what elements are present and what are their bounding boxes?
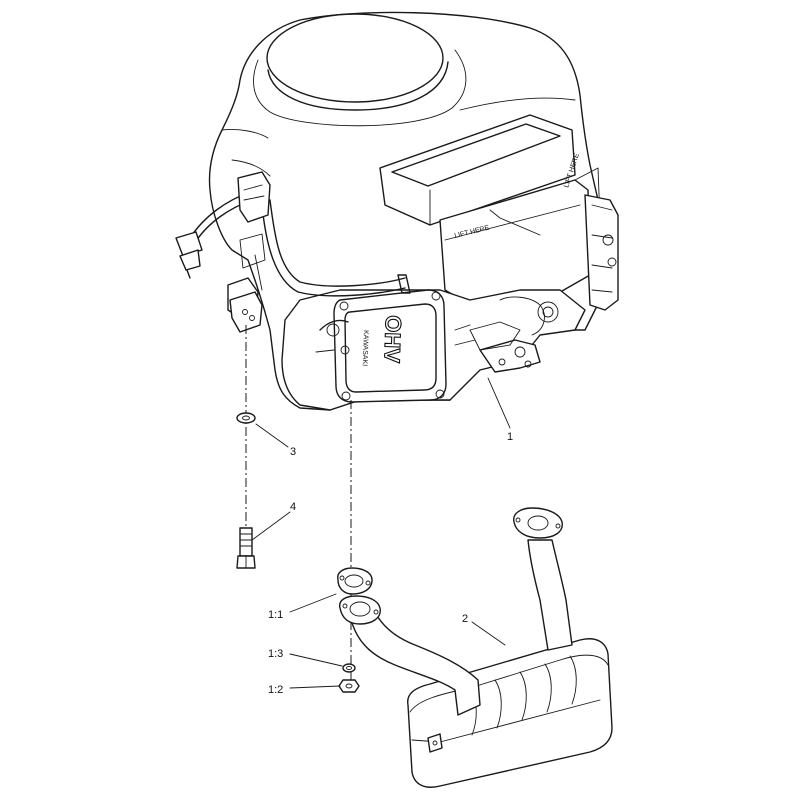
ohv-decal: OHV — [379, 315, 406, 364]
muffler-outlet-pipe — [527, 539, 573, 651]
fuel-filter — [175, 231, 203, 279]
callout-lock-washer: 1:3 — [268, 648, 283, 660]
bolt — [236, 527, 256, 569]
lock-washer — [342, 663, 356, 673]
outlet-flange — [513, 507, 563, 539]
exhaust-gasket — [337, 567, 373, 595]
callout-gasket: 1:1 — [268, 609, 283, 621]
leader-lines — [251, 377, 511, 689]
starter-motor — [584, 194, 619, 311]
blower-cap — [266, 13, 444, 103]
callout-engine: 1 — [507, 431, 513, 443]
cable-bracket — [229, 291, 263, 333]
muffler — [339, 507, 613, 788]
engine: LIFT HERE LIFT HERE OHV KAWASAKI — [175, 11, 619, 411]
inlet-flange — [339, 595, 381, 625]
brand-decal: KAWASAKI — [361, 330, 369, 366]
breather-tube — [269, 199, 406, 287]
washer — [236, 412, 256, 424]
callout-nut: 1:2 — [268, 684, 283, 696]
hex-nut — [338, 679, 360, 693]
left-bracket — [237, 171, 271, 223]
callout-muffler: 2 — [462, 613, 468, 625]
callout-washer: 3 — [290, 446, 296, 458]
muffler-inlet-pipe — [349, 604, 481, 716]
callout-bolt: 4 — [290, 501, 296, 513]
valve-cover: OHV KAWASAKI — [333, 289, 447, 403]
